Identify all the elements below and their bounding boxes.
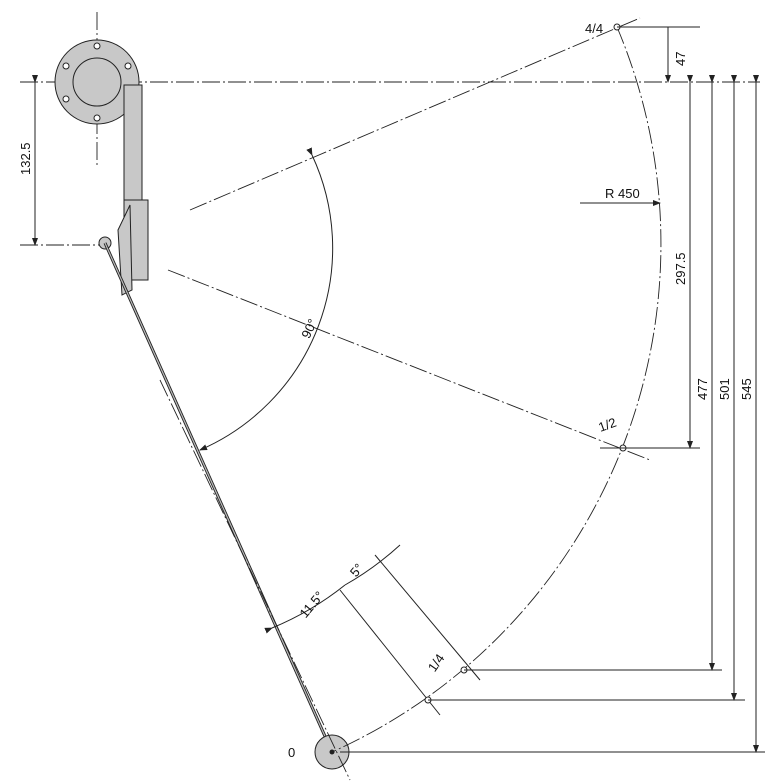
dim-501: 501 xyxy=(717,378,732,400)
angle-arc-90 xyxy=(199,147,334,451)
sensor-bracket xyxy=(98,84,149,296)
label-radius: R 450 xyxy=(605,186,640,201)
label-angle-11-5: 11.5° xyxy=(296,588,326,620)
label-quarter: 1/4 xyxy=(425,651,448,674)
label-zero: 0 xyxy=(288,745,295,760)
radial-line-full xyxy=(189,17,641,211)
dim-47: 47 xyxy=(673,52,688,66)
label-half: 1/2 xyxy=(596,415,618,435)
dim-545: 545 xyxy=(739,378,754,400)
label-angle-90: 90° xyxy=(298,316,320,340)
label-full: 4/4 xyxy=(585,21,603,36)
radial-line-half xyxy=(167,269,651,461)
dim-297-5: 297.5 xyxy=(673,252,688,285)
label-angle-5: 5° xyxy=(347,561,366,580)
float-travel-arc xyxy=(331,26,662,753)
dim-132-5: 132.5 xyxy=(18,142,33,175)
dim-477: 477 xyxy=(695,378,710,400)
